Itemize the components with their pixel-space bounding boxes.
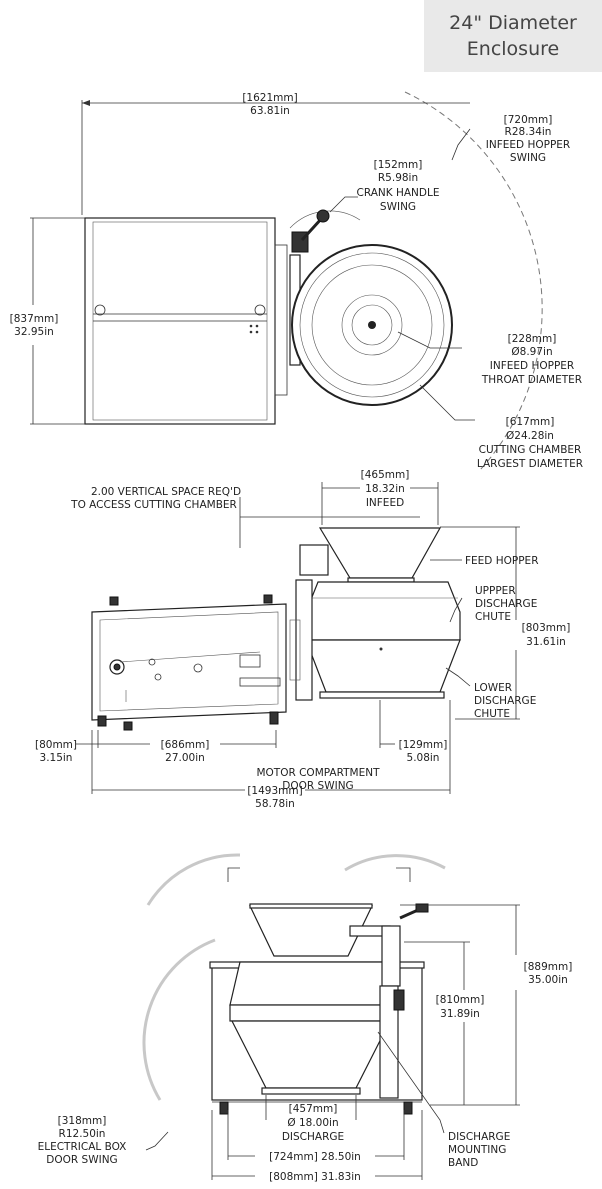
overall-length-in: 58.78in [255, 798, 295, 810]
infeed-mm: [465mm] [361, 469, 410, 481]
lower-chute-3: CHUTE [474, 708, 510, 720]
feed-hopper [318, 527, 442, 579]
hopper-swing-arc [404, 91, 543, 471]
chamber-label-2: LARGEST DIAMETER [477, 458, 583, 470]
electrical-door-swing [142, 938, 216, 1101]
elec-door-label-2: DOOR SWING [46, 1154, 117, 1166]
vertical-space-line-2: TO ACCESS CUTTING CHAMBER [70, 499, 237, 511]
front-view [142, 853, 520, 1180]
lower-chute-2: DISCHARGE [474, 695, 536, 707]
upper-chamber [305, 581, 461, 641]
upper-chute-3: CHUTE [475, 611, 511, 623]
elec-door-label-1: ELECTRICAL BOX [38, 1141, 127, 1153]
depth-in: 32.95in [14, 326, 54, 338]
lower-chute [305, 639, 461, 693]
mounting-band-3: BAND [448, 1157, 478, 1169]
motor-door-swing-right [344, 854, 446, 872]
mounting-band-1: DISCHARGE [448, 1131, 510, 1143]
crank-swing-label-2: SWING [380, 201, 416, 213]
side-view [76, 482, 520, 794]
throat-label-1: INFEED HOPPER [490, 360, 574, 372]
mounting-band-2: MOUNTING [448, 1144, 506, 1156]
discharge-label: DISCHARGE [282, 1131, 344, 1143]
height-outer-mm: [889mm] [524, 961, 573, 973]
infeed-label: INFEED [366, 497, 404, 509]
discharge-mm: [457mm] [289, 1103, 338, 1115]
enclosure-badge: 24" Diameter Enclosure [424, 0, 602, 72]
vertical-space-line-1: 2.00 VERTICAL SPACE REQ'D [91, 486, 241, 498]
cabinet-length-in: 27.00in [165, 752, 205, 764]
crank-swing-radius: R5.98in [378, 172, 418, 184]
badge-line-2: Enclosure [466, 38, 560, 60]
feed-hopper-label: FEED HOPPER [465, 555, 539, 567]
elec-door-radius: R12.50in [59, 1128, 106, 1140]
throat-diameter: Ø8.97in [511, 346, 552, 358]
overall-width-mm: [1621mm] [242, 92, 297, 104]
upper-chute-1: UPPPER [475, 585, 516, 597]
height-mm: [803mm] [522, 622, 571, 634]
cabinet-side [91, 603, 287, 721]
depth-mm: [837mm] [10, 313, 59, 325]
overall-length-mm: [1493mm] [247, 785, 302, 797]
hopper-swing-mm: [720mm] [504, 114, 553, 126]
chamber-label-1: CUTTING CHAMBER [479, 444, 582, 456]
height-in: 31.61in [526, 636, 566, 648]
badge-line-1: 24" Diameter [449, 12, 577, 34]
foot-offset-mm: [80mm] [35, 739, 77, 751]
chamber-mm: [617mm] [506, 416, 555, 428]
chute-clearance-mm: [129mm] [399, 739, 448, 751]
hopper-swing-label-2: SWING [510, 152, 546, 164]
foot-offset-in: 3.15in [40, 752, 73, 764]
height-inner-in: 31.89in [440, 1008, 480, 1020]
throat-label-2: THROAT DIAMETER [481, 374, 582, 386]
chamber-diameter: Ø24.28in [506, 430, 554, 442]
cabinet-length-mm: [686mm] [161, 739, 210, 751]
hopper-swing-label-1: INFEED HOPPER [486, 139, 570, 151]
infeed-in: 18.32in [365, 483, 405, 495]
crank-swing-mm: [152mm] [374, 159, 423, 171]
hopper-swing-radius: R28.34in [505, 126, 552, 138]
top-view [30, 91, 543, 471]
lower-chute-1: LOWER [474, 682, 512, 694]
throat-mm: [228mm] [508, 333, 557, 345]
upper-chute-2: DISCHARGE [475, 598, 537, 610]
width-inner: [724mm] 28.50in [269, 1151, 361, 1163]
crank-swing-label-1: CRANK HANDLE [357, 187, 440, 199]
overall-width-in: 63.81in [250, 105, 290, 117]
height-inner-mm: [810mm] [436, 994, 485, 1006]
width-outer: [808mm] 31.83in [269, 1171, 361, 1183]
front-chamber [229, 961, 393, 1006]
motor-door-swing-left [146, 853, 241, 906]
motor-door-line-2: DOOR SWING [282, 780, 353, 792]
height-outer-in: 35.00in [528, 974, 568, 986]
motor-door-line-1: MOTOR COMPARTMENT [256, 767, 380, 779]
discharge-diameter: Ø 18.00in [287, 1117, 338, 1129]
chute-clearance-in: 5.08in [407, 752, 440, 764]
elec-door-mm: [318mm] [58, 1115, 107, 1127]
